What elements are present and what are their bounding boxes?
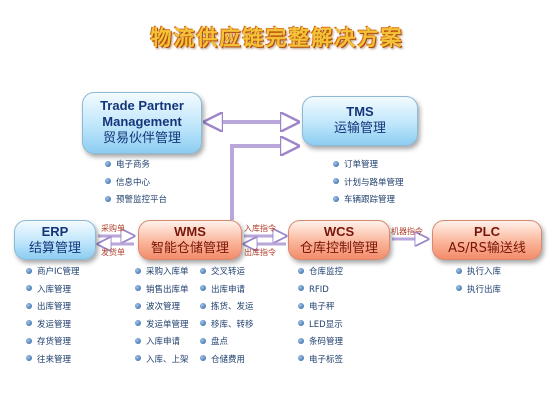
list-plc: 执行入库 执行出库	[456, 264, 501, 299]
bullet-icon	[105, 178, 111, 184]
list-item: 电子秤	[298, 299, 343, 317]
node-tms-title: TMS	[346, 104, 374, 119]
bullet-icon	[135, 302, 141, 309]
bullet-icon	[200, 355, 206, 361]
bullet-icon	[26, 355, 32, 361]
bullet-icon	[298, 285, 304, 291]
list-item: 拣货、发运	[200, 299, 254, 317]
list-wms-col2: 交叉转运 出库申请 拣货、发运 移库、转移 盘点 仓储费用	[200, 264, 254, 369]
list-item: 车辆跟踪管理	[333, 192, 404, 210]
bullet-icon	[135, 337, 141, 344]
list-item: 仓储费用	[200, 352, 254, 370]
bullet-icon	[26, 285, 32, 291]
list-item: 出库管理	[26, 299, 79, 317]
list-item: 仓库监控	[298, 264, 343, 282]
bullet-icon	[456, 267, 462, 274]
node-wcs-title: WCS	[323, 224, 355, 239]
bullet-icon	[26, 320, 32, 326]
list-item: 订单管理	[333, 157, 404, 175]
bullet-icon	[298, 320, 304, 326]
list-item: 入库管理	[26, 282, 79, 300]
bullet-icon	[26, 302, 32, 309]
bullet-icon	[200, 302, 206, 309]
bullet-icon	[26, 267, 32, 274]
bullet-icon	[333, 160, 339, 167]
label-erp-to-wms: 采购单	[101, 224, 125, 233]
bullet-icon	[105, 160, 111, 167]
node-tms: TMS 运输管理	[302, 96, 418, 146]
list-item: 发运单管理	[135, 317, 189, 335]
list-item: 执行出库	[456, 282, 501, 300]
label-wms-to-erp: 发货单	[101, 248, 125, 257]
bullet-icon	[200, 267, 206, 274]
connector-wms-tms	[230, 146, 298, 220]
bullet-icon	[456, 285, 462, 291]
list-item: 发运管理	[26, 317, 79, 335]
list-item: 交叉转运	[200, 264, 254, 282]
node-tpm-title-line2: Management	[102, 114, 182, 129]
list-tms: 订单管理 计划与路单管理 车辆跟踪管理	[333, 157, 404, 210]
node-tpm-subtitle: 贸易伙伴管理	[102, 131, 181, 146]
list-tpm: 电子商务 信息中心 预警监控平台	[105, 157, 167, 210]
list-item: 预警监控平台	[105, 192, 167, 210]
bullet-icon	[333, 178, 339, 184]
bullet-icon	[298, 302, 304, 309]
bullet-icon	[298, 355, 304, 361]
list-erp: 商户IC管理 入库管理 出库管理 发运管理 存货管理 往来管理	[26, 264, 79, 369]
list-item: 移库、转移	[200, 317, 254, 335]
list-item: RFID	[298, 282, 343, 300]
node-erp-title: ERP	[41, 224, 69, 239]
diagram-title: 物流供应链完整解决方案	[150, 26, 404, 50]
bullet-icon	[298, 267, 304, 274]
list-wcs: 仓库监控 RFID 电子秤 LED显示 条码管理 电子标签	[298, 264, 343, 369]
bullet-icon	[200, 337, 206, 344]
list-item: 采购入库单	[135, 264, 189, 282]
list-item: 出库申请	[200, 282, 254, 300]
node-wcs-subtitle: 仓库控制管理	[299, 241, 378, 256]
bullet-icon	[333, 195, 339, 202]
list-item: 电子标签	[298, 352, 343, 370]
list-item: 计划与路单管理	[333, 175, 404, 193]
node-tpm-title-line1: Trade Partner	[100, 98, 184, 113]
list-item: 商户IC管理	[26, 264, 79, 282]
bullet-icon	[135, 267, 141, 274]
node-erp: ERP 结算管理	[14, 220, 96, 260]
bullet-icon	[200, 285, 206, 291]
bullet-icon	[298, 337, 304, 344]
node-tms-subtitle: 运输管理	[333, 121, 386, 136]
node-plc-title: PLC	[474, 224, 500, 239]
list-item: 往来管理	[26, 352, 79, 370]
node-erp-subtitle: 结算管理	[28, 241, 81, 256]
list-item: 电子商务	[105, 157, 167, 175]
list-item: 信息中心	[105, 175, 167, 193]
list-item: 条码管理	[298, 334, 343, 352]
list-item: 销售出库单	[135, 282, 189, 300]
node-wcs: WCS 仓库控制管理	[288, 220, 390, 260]
list-item: 波次管理	[135, 299, 189, 317]
list-item: LED显示	[298, 317, 343, 335]
node-wms-title: WMS	[174, 224, 206, 239]
list-item: 存货管理	[26, 334, 79, 352]
label-wms-to-wcs: 入库指令	[244, 224, 276, 233]
node-tpm: Trade Partner Management 贸易伙伴管理	[82, 92, 202, 154]
list-item: 执行入库	[456, 264, 501, 282]
bullet-icon	[26, 337, 32, 344]
bullet-icon	[135, 285, 141, 291]
list-item: 盘点	[200, 334, 254, 352]
bullet-icon	[200, 320, 206, 326]
bullet-icon	[135, 355, 141, 361]
bullet-icon	[105, 195, 111, 202]
label-wcs-to-plc: 机器指令	[391, 227, 423, 236]
label-wcs-to-wms: 出库指令	[244, 248, 276, 257]
list-wms-col1: 采购入库单 销售出库单 波次管理 发运单管理 入库申请 入库、上架	[135, 264, 189, 369]
list-item: 入库、上架	[135, 352, 189, 370]
node-plc-subtitle: AS/RS输送线	[448, 241, 526, 256]
list-item: 入库申请	[135, 334, 189, 352]
node-wms-subtitle: 智能仓储管理	[150, 241, 229, 256]
bullet-icon	[135, 320, 141, 326]
node-wms: WMS 智能仓储管理	[138, 220, 242, 260]
node-plc: PLC AS/RS输送线	[432, 220, 542, 260]
